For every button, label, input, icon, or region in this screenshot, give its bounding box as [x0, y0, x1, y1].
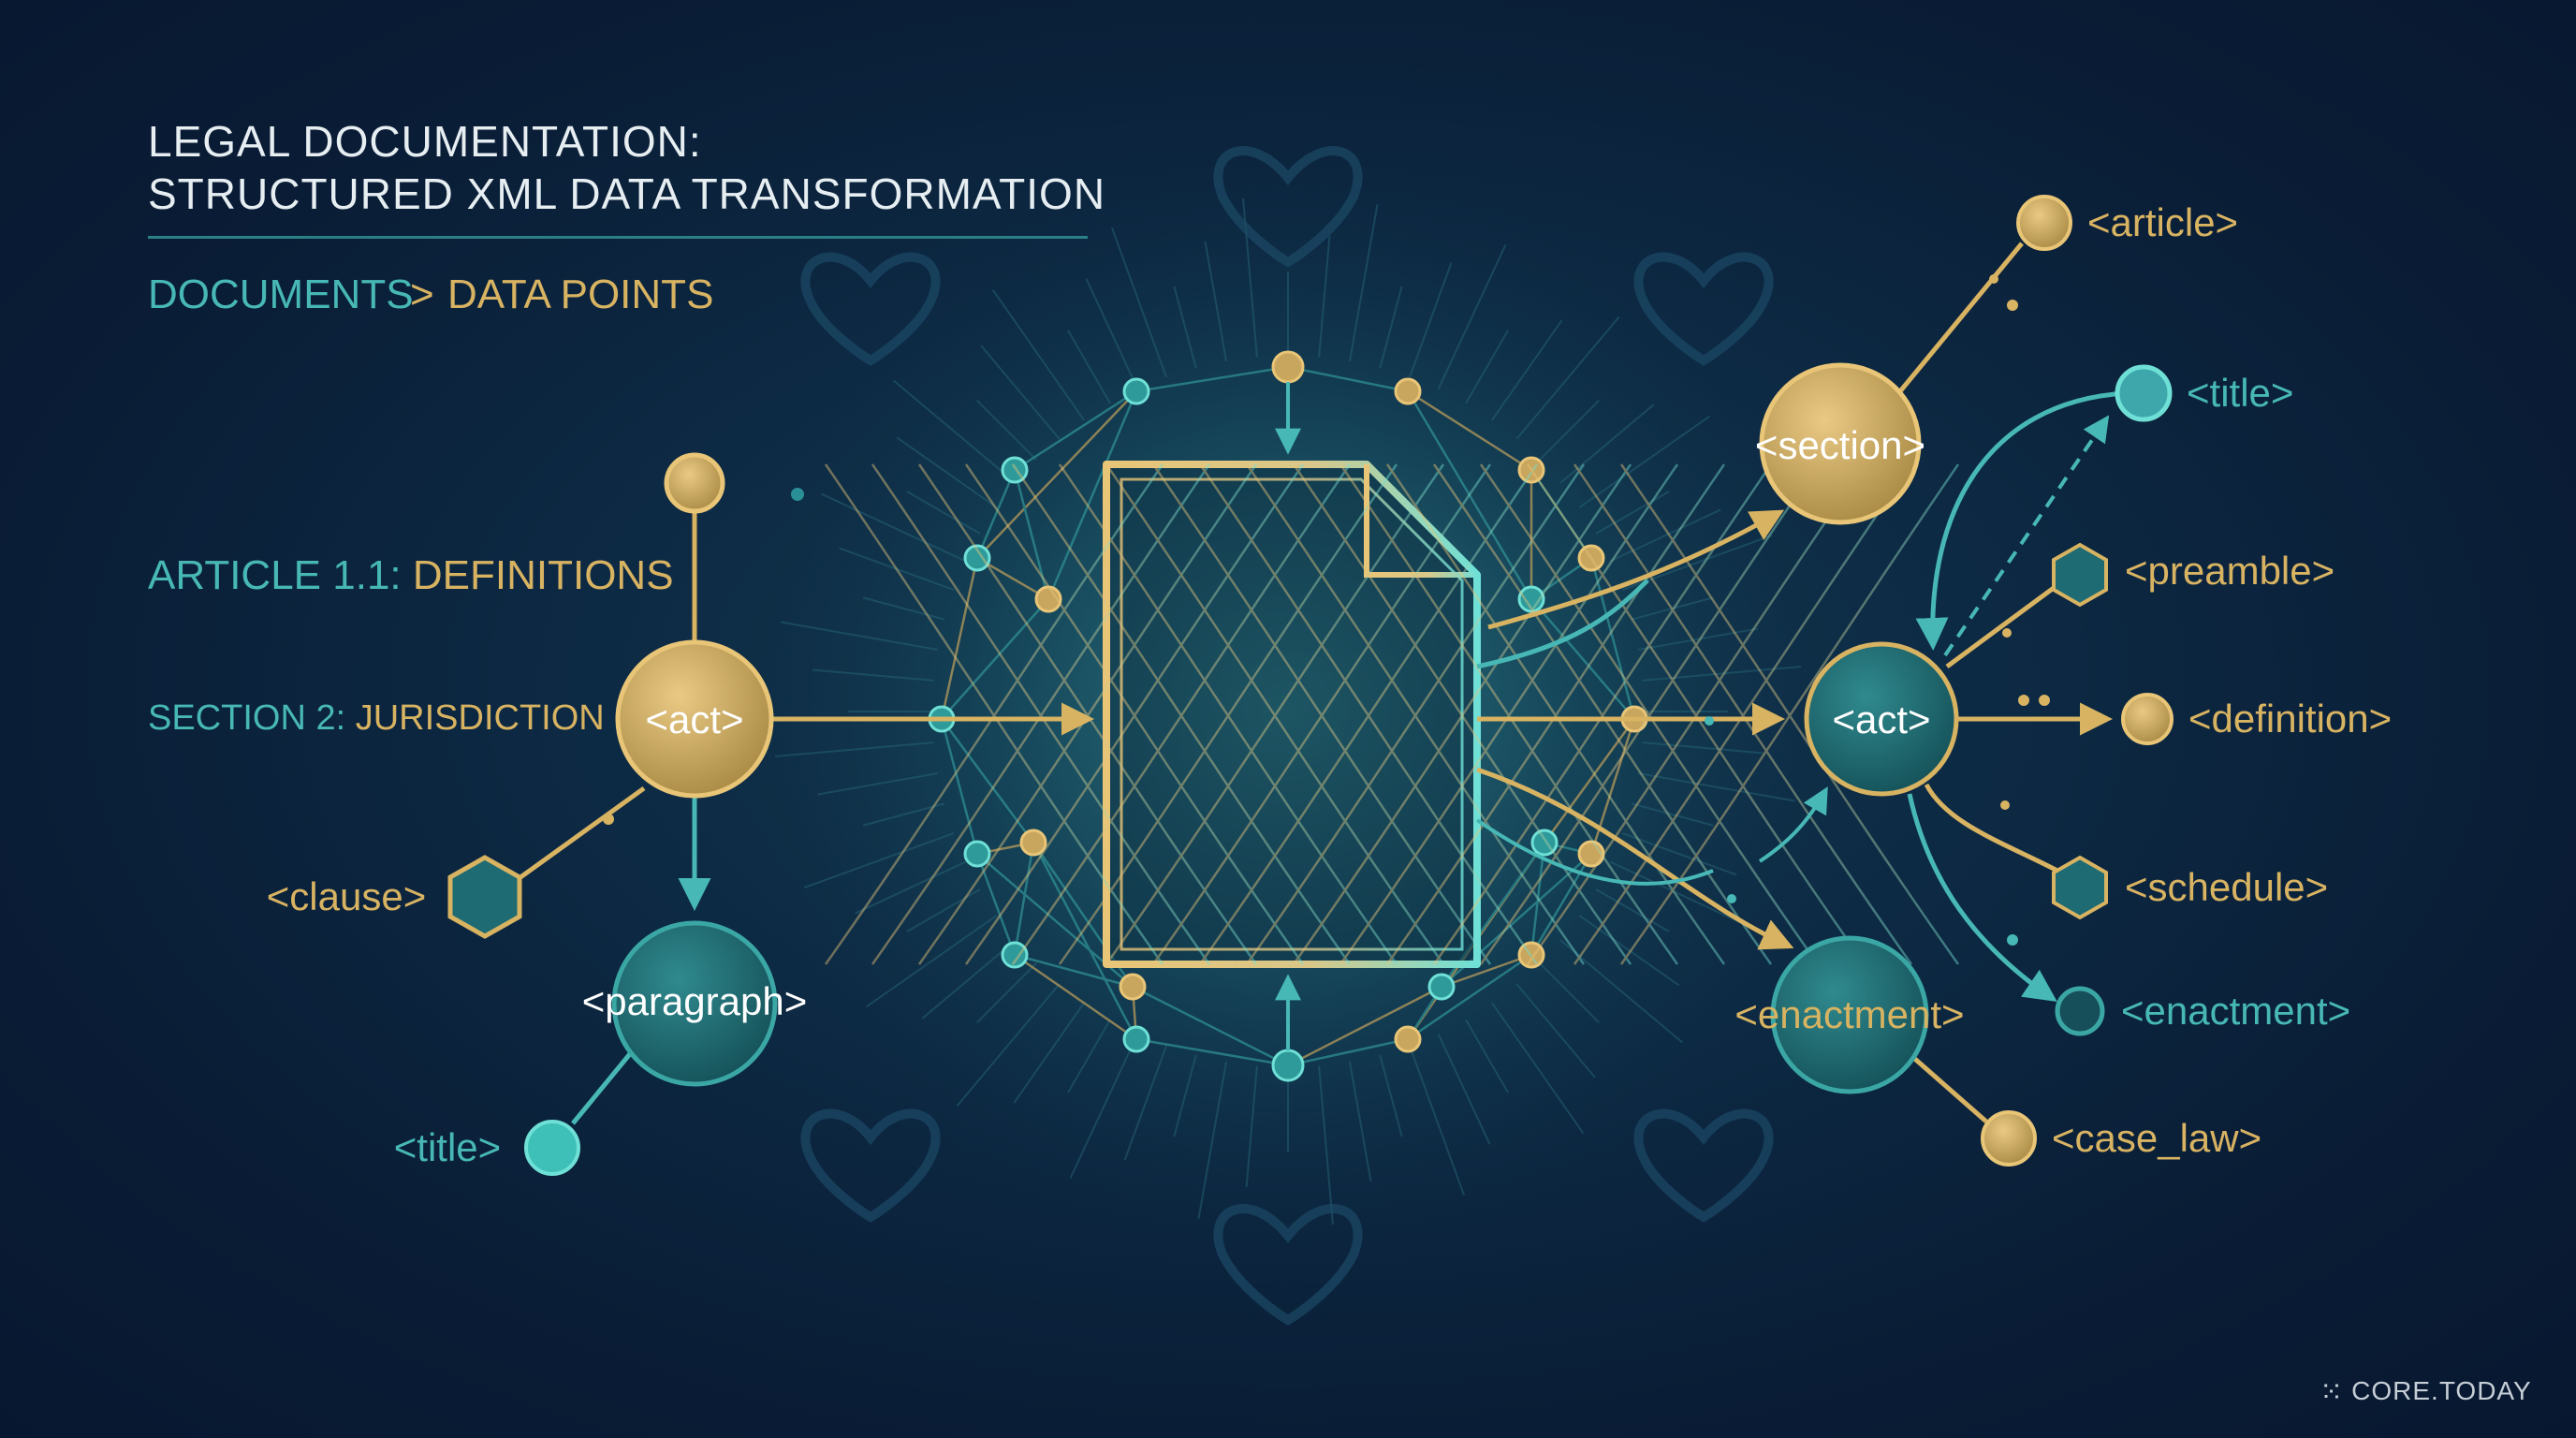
- right-case-law-label: <case_law>: [2052, 1116, 2261, 1160]
- network-node: [963, 544, 991, 572]
- radial-rays: [775, 198, 1801, 1225]
- title-divider: [148, 236, 1088, 239]
- section-label-rest: JURISDICTION: [355, 698, 605, 738]
- heart-motif-icon: [800, 1108, 941, 1223]
- breadcrumb-data-points: DATA POINTS: [447, 271, 714, 317]
- left-paragraph-label: <paragraph>: [582, 979, 808, 1023]
- right-enactment-node-label: <enactment>: [1734, 992, 1964, 1036]
- right-case-law-node[interactable]: [1981, 1110, 2037, 1167]
- network-node: [1001, 941, 1029, 969]
- left-act-node[interactable]: [615, 639, 774, 799]
- left-act-top-node[interactable]: [664, 452, 725, 514]
- left-title-label: <title>: [394, 1125, 501, 1169]
- heart-motif-icon: [800, 252, 941, 366]
- network-node: [963, 840, 991, 868]
- left-clause-node[interactable]: [447, 855, 522, 939]
- right-enactment-leaf-node[interactable]: [2055, 986, 2105, 1036]
- heart-motif-icon: [1213, 146, 1363, 268]
- heart-motif-icon: [1633, 252, 1774, 366]
- breadcrumb-documents: DOCUMENTS: [148, 271, 414, 317]
- article-label: ARTICLE 1.1: DEFINITIONS: [148, 552, 674, 599]
- accent-dot: [791, 488, 804, 501]
- right-enactment-leaf-label: <enactment>: [2121, 989, 2350, 1033]
- right-section-node[interactable]: [1759, 362, 1922, 525]
- right-title-label: <title>: [2187, 371, 2293, 415]
- right-article-label: <article>: [2087, 200, 2238, 244]
- accent-dots: [1705, 274, 2050, 946]
- network-node: [1271, 1049, 1305, 1082]
- right-title-node[interactable]: [2115, 364, 2173, 422]
- network-node: [1119, 973, 1147, 1001]
- left-title-node[interactable]: [524, 1120, 580, 1176]
- article-label-rest: DEFINITIONS: [412, 552, 674, 598]
- decorative-heart-motifs: [800, 146, 1774, 1326]
- right-article-node[interactable]: [2016, 195, 2072, 251]
- section-label: SECTION 2: JURISDICTION: [148, 698, 605, 739]
- left-act-label: <act>: [645, 697, 743, 741]
- right-preamble-node[interactable]: [2052, 542, 2108, 608]
- network-node: [1122, 1025, 1150, 1053]
- left-tree-edges: [508, 509, 1094, 1125]
- dot-grid-logo-icon: ⁙: [2320, 1377, 2345, 1408]
- network-node: [1577, 840, 1605, 868]
- right-definition-label: <definition>: [2188, 697, 2392, 741]
- brand-name: CORE.TODAY: [2351, 1376, 2532, 1405]
- network-node: [1271, 350, 1305, 384]
- heart-motif-icon: [1213, 1204, 1363, 1326]
- network-node: [1394, 1025, 1422, 1053]
- article-label-prefix: ARTICLE 1.1:: [148, 552, 413, 598]
- left-paragraph-node[interactable]: [611, 920, 778, 1087]
- network-node: [1427, 973, 1456, 1001]
- accent-dot: [603, 814, 614, 825]
- breadcrumb-separator: >: [410, 271, 434, 317]
- right-enactment-node[interactable]: [1770, 935, 1929, 1094]
- page-title-line-2: STRUCTURED XML DATA TRANSFORMATION: [148, 169, 1106, 218]
- right-section-label: <section>: [1755, 423, 1925, 467]
- document-text-lines: [1162, 632, 1414, 802]
- right-schedule-label: <schedule>: [2125, 865, 2328, 909]
- right-tree-edges: [1475, 242, 2126, 1123]
- network-node: [1122, 377, 1150, 405]
- right-act-node[interactable]: [1804, 641, 1959, 797]
- right-schedule-node[interactable]: [2052, 855, 2108, 920]
- network-node: [1394, 377, 1422, 405]
- left-clause-label: <clause>: [267, 874, 426, 918]
- page-title-line-1: LEGAL DOCUMENTATION:: [148, 117, 702, 166]
- network-node: [1019, 829, 1047, 857]
- heart-motif-icon: [1633, 1108, 1774, 1223]
- section-label-prefix: SECTION 2:: [148, 698, 356, 738]
- brand-logo: ⁙CORE.TODAY: [2320, 1376, 2532, 1409]
- right-preamble-label: <preamble>: [2125, 549, 2334, 593]
- right-act-label: <act>: [1832, 697, 1930, 741]
- xml-document-icon: [824, 461, 1960, 968]
- right-definition-node[interactable]: [2121, 693, 2174, 745]
